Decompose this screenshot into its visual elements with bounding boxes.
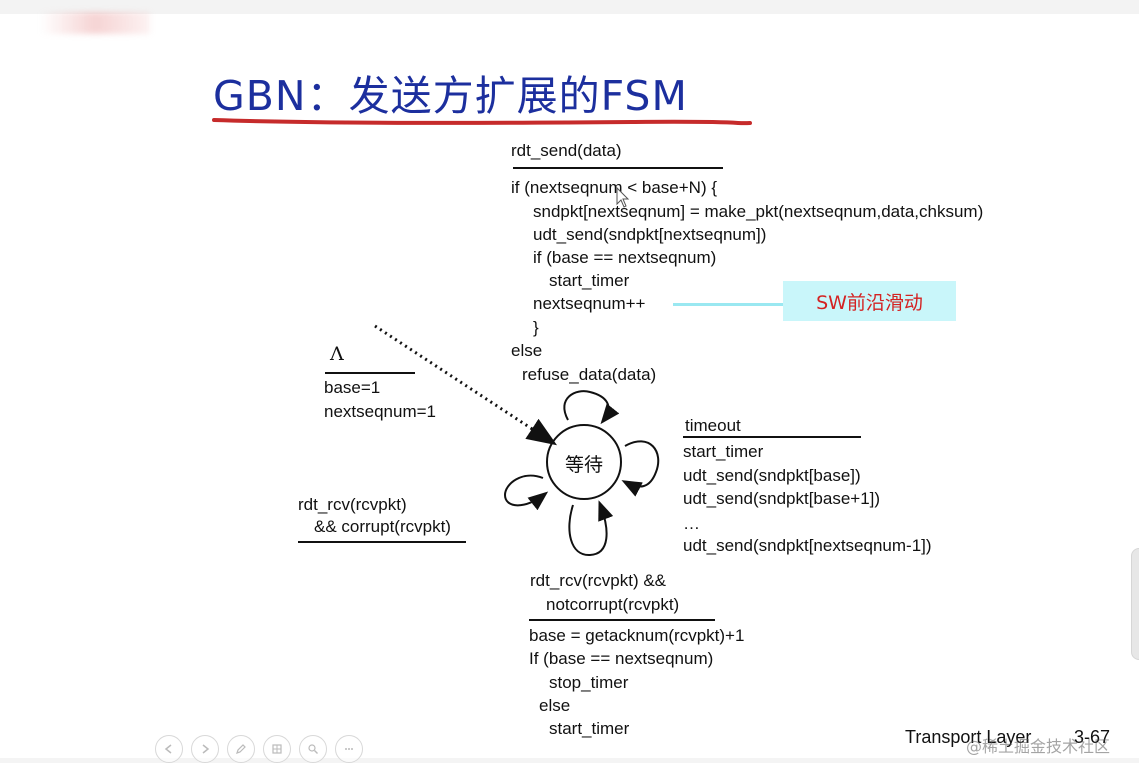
send-rule bbox=[513, 167, 723, 169]
ack-event-0: rdt_rcv(rcvpkt) && bbox=[530, 571, 667, 590]
title-underline bbox=[212, 118, 752, 126]
highlight-connector bbox=[673, 303, 785, 306]
top-strip bbox=[0, 0, 1139, 14]
ack-action-3: else bbox=[539, 696, 571, 715]
watermark: @稀土掘金技术社区 bbox=[966, 737, 1111, 756]
send-action-4: start_timer bbox=[549, 271, 630, 290]
corrupt-event-1: && corrupt(rcvpkt) bbox=[314, 517, 451, 536]
ack-action-2: stop_timer bbox=[549, 673, 629, 692]
timeout-action-4: udt_send(sndpkt[nextseqnum-1]) bbox=[683, 536, 932, 555]
send-event: rdt_send(data) bbox=[511, 141, 622, 160]
presentation-toolbar bbox=[155, 735, 363, 763]
self-loop-right bbox=[621, 440, 660, 497]
send-action-0: if (nextseqnum < base+N) { bbox=[511, 178, 718, 197]
self-loop-bottom bbox=[568, 500, 614, 557]
slide-title: GBN：发送方扩展的FSM bbox=[213, 72, 688, 120]
ack-event-1: notcorrupt(rcvpkt) bbox=[546, 595, 680, 614]
init-rule bbox=[325, 372, 415, 374]
grid-icon bbox=[272, 744, 282, 754]
zoom-button[interactable] bbox=[299, 735, 327, 763]
timeout-action-0: start_timer bbox=[683, 442, 764, 461]
previous-slide-button[interactable] bbox=[155, 735, 183, 763]
highlight-label: SW前沿滑动 bbox=[816, 291, 923, 314]
init-action-1: nextseqnum=1 bbox=[324, 402, 436, 421]
pen-button[interactable] bbox=[227, 735, 255, 763]
arrow-left-icon bbox=[164, 744, 172, 754]
timeout-event: timeout bbox=[685, 416, 741, 435]
slides-overview-button[interactable] bbox=[263, 735, 291, 763]
state-circle bbox=[546, 424, 622, 500]
ack-action-1: If (base == nextseqnum) bbox=[529, 649, 714, 668]
init-action-0: base=1 bbox=[324, 378, 381, 397]
timeout-action-2: udt_send(sndpkt[base+1]) bbox=[683, 489, 881, 508]
state-label: 等待 bbox=[564, 454, 603, 476]
magnifier-icon bbox=[308, 744, 318, 754]
self-loop-top bbox=[563, 390, 620, 425]
footer-page: 3-67 bbox=[1074, 727, 1111, 747]
init-event: Λ bbox=[330, 343, 344, 365]
send-action-7: else bbox=[511, 341, 543, 360]
timeout-rule bbox=[683, 436, 861, 438]
send-action-6: } bbox=[533, 318, 539, 337]
arrow-right-icon bbox=[202, 744, 210, 754]
init-arrow bbox=[374, 324, 558, 446]
send-action-2: udt_send(sndpkt[nextseqnum]) bbox=[533, 225, 767, 244]
footer-label: Transport Layer bbox=[905, 727, 1032, 747]
cursor-icon bbox=[616, 186, 630, 208]
timeout-action-1: udt_send(sndpkt[base]) bbox=[683, 466, 861, 485]
self-loop-left bbox=[503, 474, 549, 511]
ack-action-0: base = getacknum(rcvpkt)+1 bbox=[529, 626, 745, 645]
side-panel-handle[interactable] bbox=[1131, 548, 1139, 660]
more-options-button[interactable] bbox=[335, 735, 363, 763]
top-smudge bbox=[40, 12, 150, 34]
pen-icon bbox=[236, 744, 246, 754]
send-action-5: nextseqnum++ bbox=[533, 294, 646, 313]
ack-rule bbox=[529, 619, 715, 621]
more-icon bbox=[345, 748, 353, 750]
corrupt-rule bbox=[298, 541, 466, 543]
highlight-box bbox=[783, 281, 956, 321]
timeout-action-3: … bbox=[683, 514, 700, 533]
send-action-3: if (base == nextseqnum) bbox=[533, 248, 717, 267]
corrupt-event-0: rdt_rcv(rcvpkt) bbox=[298, 495, 407, 514]
send-action-1: sndpkt[nextseqnum] = make_pkt(nextseqnum… bbox=[533, 202, 984, 221]
ack-action-4: start_timer bbox=[549, 719, 630, 738]
next-slide-button[interactable] bbox=[191, 735, 219, 763]
send-action-8: refuse_data(data) bbox=[522, 365, 657, 384]
